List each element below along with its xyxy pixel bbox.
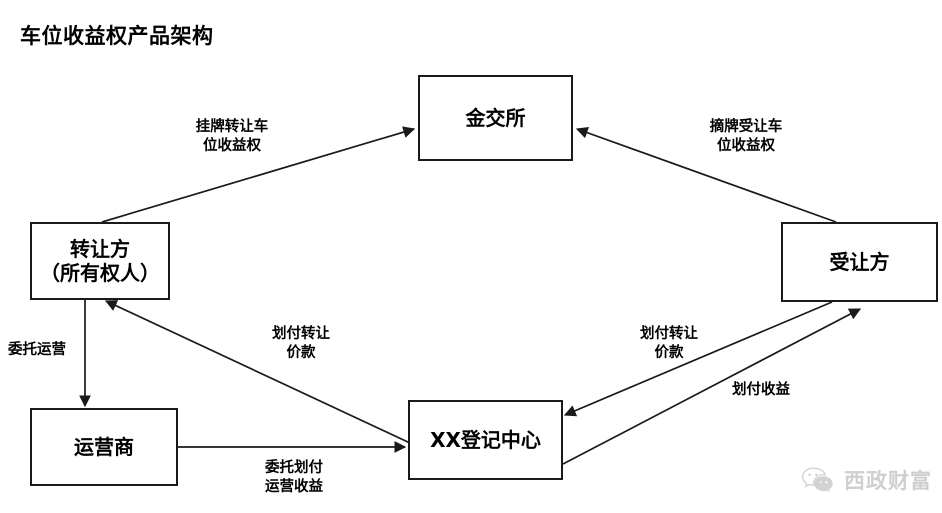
arrow-transferor-to-exchange — [101, 126, 416, 223]
edge-label-pay-income: 划付收益 — [732, 382, 790, 398]
edge-label-listing: 挂牌转让车 位收益权 — [195, 119, 269, 155]
node-registry-label: XX登记中心 — [430, 427, 541, 452]
arrow-transferee-to-registry — [563, 301, 833, 417]
node-exchange[interactable]: 金交所 — [418, 75, 573, 161]
edge-label-pay-price-right: 划付转让 价款 — [640, 326, 698, 362]
arrow-transferee-to-exchange — [575, 127, 837, 223]
edge-label-entrust-operate: 委托运营 — [8, 342, 66, 358]
node-transferee-label: 受让方 — [829, 249, 890, 274]
node-registry[interactable]: XX登记中心 — [408, 400, 563, 480]
watermark-text: 西政财富 — [844, 469, 932, 493]
node-transferor-label: 转让方 （所有权人） — [40, 236, 160, 285]
arrow-registry-to-transferee — [562, 308, 862, 465]
arrow-registry-to-transferor — [104, 300, 411, 444]
edge-label-entrust-pay: 委托划付 运营收益 — [265, 460, 323, 496]
node-transferor[interactable]: 转让方 （所有权人） — [30, 222, 170, 300]
page-title: 车位收益权产品架构 — [20, 24, 214, 48]
node-operator[interactable]: 运营商 — [30, 408, 178, 486]
node-operator-label: 运营商 — [74, 434, 134, 459]
node-transferee[interactable]: 受让方 — [781, 222, 938, 302]
wechat-icon — [801, 466, 835, 494]
edge-label-pay-price-left: 划付转让 价款 — [272, 326, 330, 362]
watermark: 西政财富 — [801, 465, 932, 495]
edge-label-delisting: 摘牌受让车 位收益权 — [709, 119, 783, 155]
node-exchange-label: 金交所 — [465, 105, 526, 130]
